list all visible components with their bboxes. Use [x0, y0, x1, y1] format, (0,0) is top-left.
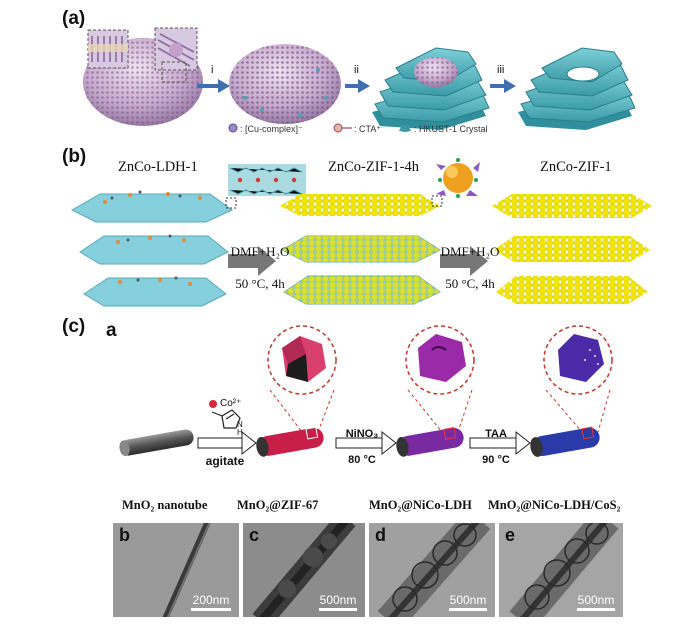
tem-image-c: c 500nm — [243, 523, 365, 617]
nico-ldh-polyhedron — [405, 325, 475, 433]
panel-b-diagram — [70, 158, 652, 307]
scale-bar-c: 500nm — [319, 593, 357, 611]
arrow-b-2 — [440, 246, 488, 276]
tem-letter-d: d — [375, 525, 386, 545]
hkust-stack-with-sphere — [372, 47, 490, 130]
tem-image-d: d 500nm — [369, 523, 495, 617]
zif-particle-inset — [431, 158, 480, 207]
scale-bar-d: 500nm — [449, 593, 487, 611]
micelle-inset-left — [87, 29, 129, 69]
zif67-polyhedron — [267, 325, 337, 433]
arrow-b-1-condition: 50 °C, 4h — [235, 276, 285, 291]
arrow-c-2 — [335, 430, 397, 456]
panel-a-label: (a) — [62, 8, 86, 29]
arrow-b-2-reagent: DMF+H₂O — [440, 244, 500, 259]
step-ii-label: ii — [354, 64, 359, 76]
hkust-hollow-stack — [518, 47, 636, 130]
micelle-inset-right — [154, 27, 198, 71]
legend-cu-complex-text: : [Cu-complex]⁻ — [240, 124, 303, 134]
arrow-c-1-bottom: agitate — [205, 454, 245, 468]
legend-hkust-icon — [399, 125, 411, 132]
arrow-c-3-bottom: 90 °C — [482, 454, 510, 466]
legend-cta-text: : CTA⁺ — [354, 124, 382, 134]
arrow-c-3-top: TAA — [485, 428, 507, 440]
imidazole-nh-label: N H — [237, 420, 243, 437]
panel-c-diagram — [119, 325, 613, 457]
cos2-tube — [530, 426, 600, 457]
tem-title-c: MnO₂@ZIF-67 — [237, 498, 319, 512]
legend-cu-complex-icon — [228, 123, 238, 133]
arrow-c-1 — [197, 430, 257, 456]
tem-title-e: MnO₂@NiCo-LDH/CoS₂ — [488, 498, 621, 512]
tem-image-b: b 200nm — [113, 523, 239, 617]
cobalt-ion-label: Co²⁺ — [220, 398, 242, 409]
zif67-tube — [256, 426, 324, 457]
tem-letter-b: b — [119, 525, 130, 545]
tem-letter-e: e — [505, 525, 516, 545]
mno2-tube — [119, 429, 194, 457]
cu-complex-sphere-2 — [229, 44, 341, 124]
ldh-sheets — [70, 190, 233, 307]
legend-hkust-text: : HKUST-1 Crystal — [414, 124, 488, 134]
tem-title-d: MnO₂@NiCo-LDH — [369, 498, 472, 512]
cos2-polyhedron — [543, 325, 613, 433]
zif-4h-sheets — [280, 194, 442, 305]
methylimidazole-icon — [211, 409, 241, 429]
step-i-label: i — [211, 64, 214, 76]
arrow-b-2-condition: 50 °C, 4h — [445, 276, 495, 291]
title-zif: ZnCo-ZIF-1 — [540, 159, 612, 175]
step-iii-label: iii — [497, 64, 505, 76]
title-zif-4h: ZnCo-ZIF-1-4h — [328, 159, 420, 175]
panel-a-diagram — [83, 27, 636, 130]
arrow-c-2-top: NiNO₃ — [345, 428, 379, 440]
arrow-b-1-reagent: DMF+H₂O — [230, 244, 290, 259]
tem-letter-c: c — [249, 525, 260, 545]
panel-c-sub-label: a — [106, 320, 117, 341]
arrow-c-2-bottom: 80 °C — [348, 454, 376, 466]
scale-bar-b: 200nm — [191, 593, 231, 611]
ldh-structure-inset — [225, 164, 306, 209]
arrow-c-3 — [469, 430, 531, 456]
panel-c-label: (c) — [62, 316, 86, 337]
title-ldh: ZnCo-LDH-1 — [118, 159, 198, 175]
nico-ldh-tube — [396, 427, 464, 457]
tem-title-b: MnO₂ nanotube — [122, 498, 208, 512]
zif-sheets — [492, 194, 652, 304]
panel-b-label: (b) — [62, 146, 87, 167]
tem-image-e: e 500nm — [499, 523, 623, 617]
legend-cta-icon — [333, 123, 352, 133]
arrow-b-1 — [228, 246, 276, 276]
cobalt-ion-icon — [209, 400, 217, 408]
scale-bar-e: 500nm — [577, 593, 615, 611]
